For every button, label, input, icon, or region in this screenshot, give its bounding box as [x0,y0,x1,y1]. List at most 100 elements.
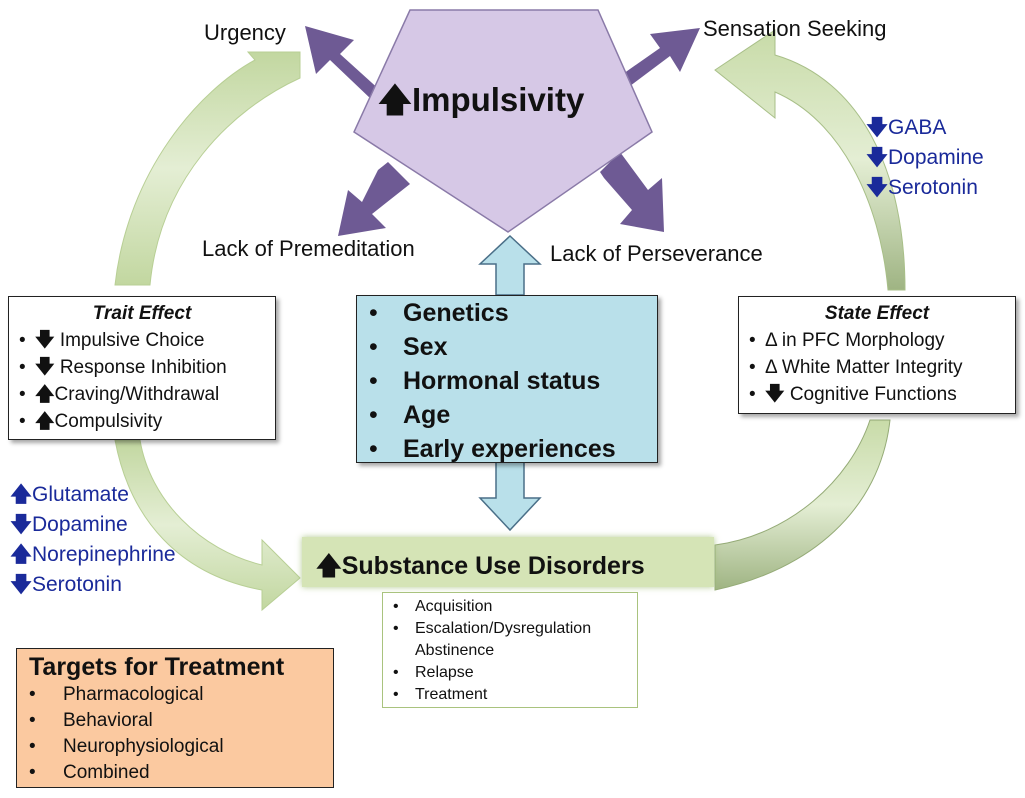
right-bottom-cycle-arrow [714,419,891,591]
trait-effect-item: • 🡅Compulsivity [19,408,275,435]
bottom-double-arrow [478,461,542,532]
trait-effect-label: Response Inhibition [54,357,227,378]
factor-label: Age [403,401,451,429]
target-label: Pharmacological [63,684,204,705]
up-arrow-icon: 🡅 [316,552,342,580]
target-item: • Behavioral [29,708,333,734]
factor-label: Genetics [403,299,509,327]
sud-label: Substance Use Disorders [341,552,645,580]
stage-item: •Treatment [393,684,637,706]
left-neurotransmitter-label: Dopamine [32,513,128,536]
down-arrow-icon: 🡇 [866,116,888,139]
premeditation-arrow [338,162,410,236]
down-arrow-icon: 🡇 [10,573,32,596]
bullet: • [749,357,756,378]
bullet: • [29,736,36,757]
bullet: • [369,333,378,361]
perseverance-arrow [600,152,664,232]
left-neurotransmitter-item: 🡅Norepinephrine [10,540,176,570]
factor-label: Hormonal status [403,367,601,395]
bullet: • [19,330,26,351]
up-arrow-icon: 🡅 [10,543,32,566]
bullet: • [19,384,26,405]
bullet: • [749,384,756,405]
left-neurotransmitter-item: 🡇Serotonin [10,570,176,600]
trait-effect-title: Trait Effect [92,303,192,324]
trait-effect-item: •🡇 Impulsive Choice [19,327,275,354]
left-neurotransmitter-item: 🡇Dopamine [10,510,176,540]
factors-box: •Genetics•Sex•Hormonal status•Age•Early … [356,295,658,463]
state-effect-item: • 🡇 Cognitive Functions [749,381,1015,408]
state-effect-item: •Δ in PFC Morphology [749,327,1015,354]
state-effect-list: •Δ in PFC Morphology•Δ White Matter Inte… [739,327,1015,408]
bullet: • [393,620,399,637]
bullet: • [393,686,399,703]
factor-item: •Sex [369,330,657,364]
urgency-label: Urgency [204,20,286,45]
target-label: Behavioral [63,710,153,731]
right-top-cycle-arrow [714,29,906,291]
up-arrow-icon: 🡅 [35,411,55,432]
bullet: • [393,598,399,615]
left-neurotransmitter-label: Norepinephrine [32,543,176,566]
impulsivity-label: Impulsivity [411,81,585,118]
target-label: Combined [63,762,150,783]
stage-label: Abstinence [415,642,495,659]
down-arrow-icon: 🡇 [765,384,785,405]
left-neurotransmitter-item: 🡅Glutamate [10,480,176,510]
trait-effect-item: •🡇 Response Inhibition [19,354,275,381]
left-bottom-cycle-arrow [114,439,301,612]
impulsivity-title: 🡅Impulsivity [378,76,584,132]
urgency-arrow [305,26,392,100]
state-effect-item: • Δ White Matter Integrity [749,354,1015,381]
down-arrow-icon: 🡇 [866,176,888,199]
trait-effect-list: •🡇 Impulsive Choice•🡇 Response Inhibitio… [9,327,275,435]
bullet: • [393,664,399,681]
factor-label: Early experiences [403,435,616,463]
trait-effect-item: • 🡅Craving/Withdrawal [19,381,275,408]
down-arrow-icon: 🡇 [866,146,888,169]
target-item: • Pharmacological [29,682,333,708]
stage-item: •Acquisition [393,596,637,618]
up-arrow-icon: 🡅 [35,384,55,405]
substance-use-disorders-box: 🡅Substance Use Disorders [302,537,714,587]
factors-list: •Genetics•Sex•Hormonal status•Age•Early … [357,296,657,466]
bullet: • [369,435,378,463]
bullet: • [29,684,36,705]
bullet: • [369,367,378,395]
trait-effect-label: Craving/Withdrawal [54,384,220,405]
factor-item: • Early experiences [369,432,657,466]
trait-effect-label: Compulsivity [54,411,163,432]
sensation-seeking-arrow [614,28,700,86]
lack-of-perseverance-label: Lack of Perseverance [550,241,763,266]
target-label: Neurophysiological [63,736,224,757]
impulsivity-pentagon [353,9,653,233]
state-effect-label: Δ in PFC Morphology [765,330,945,351]
right-neurotransmitter-label: GABA [888,116,947,139]
top-double-arrow [478,234,542,296]
factor-item: • Hormonal status [369,364,657,398]
lack-of-premeditation-label: Lack of Premeditation [202,236,415,261]
facet-arrows [305,26,700,236]
up-arrow-icon: 🡅 [378,81,412,118]
up-arrow-icon: 🡅 [10,483,32,506]
bullet: • [29,710,36,731]
down-arrow-icon: 🡇 [10,513,32,536]
bullet: • [29,762,36,783]
left-top-cycle-arrow [114,51,301,286]
factor-item: •Age [369,398,657,432]
stage-item: Abstinence [393,640,637,662]
left-neurotransmitter-list: 🡅Glutamate🡇Dopamine🡅Norepinephrine🡇Serot… [10,480,176,600]
stage-label: Relapse [415,664,474,681]
right-neurotransmitter-item: 🡇Dopamine [866,143,984,173]
state-effect-label: Δ White Matter Integrity [765,357,963,378]
sensation-seeking-label: Sensation Seeking [703,16,887,41]
state-effect-label: Cognitive Functions [784,384,957,405]
bullet: • [19,357,26,378]
targets-list: • Pharmacological • Behavioral • Neurophysiol… [17,682,333,786]
factor-item: •Genetics [369,296,657,330]
bullet: • [19,411,26,432]
stage-label: Escalation/Dysregulation [415,620,592,637]
